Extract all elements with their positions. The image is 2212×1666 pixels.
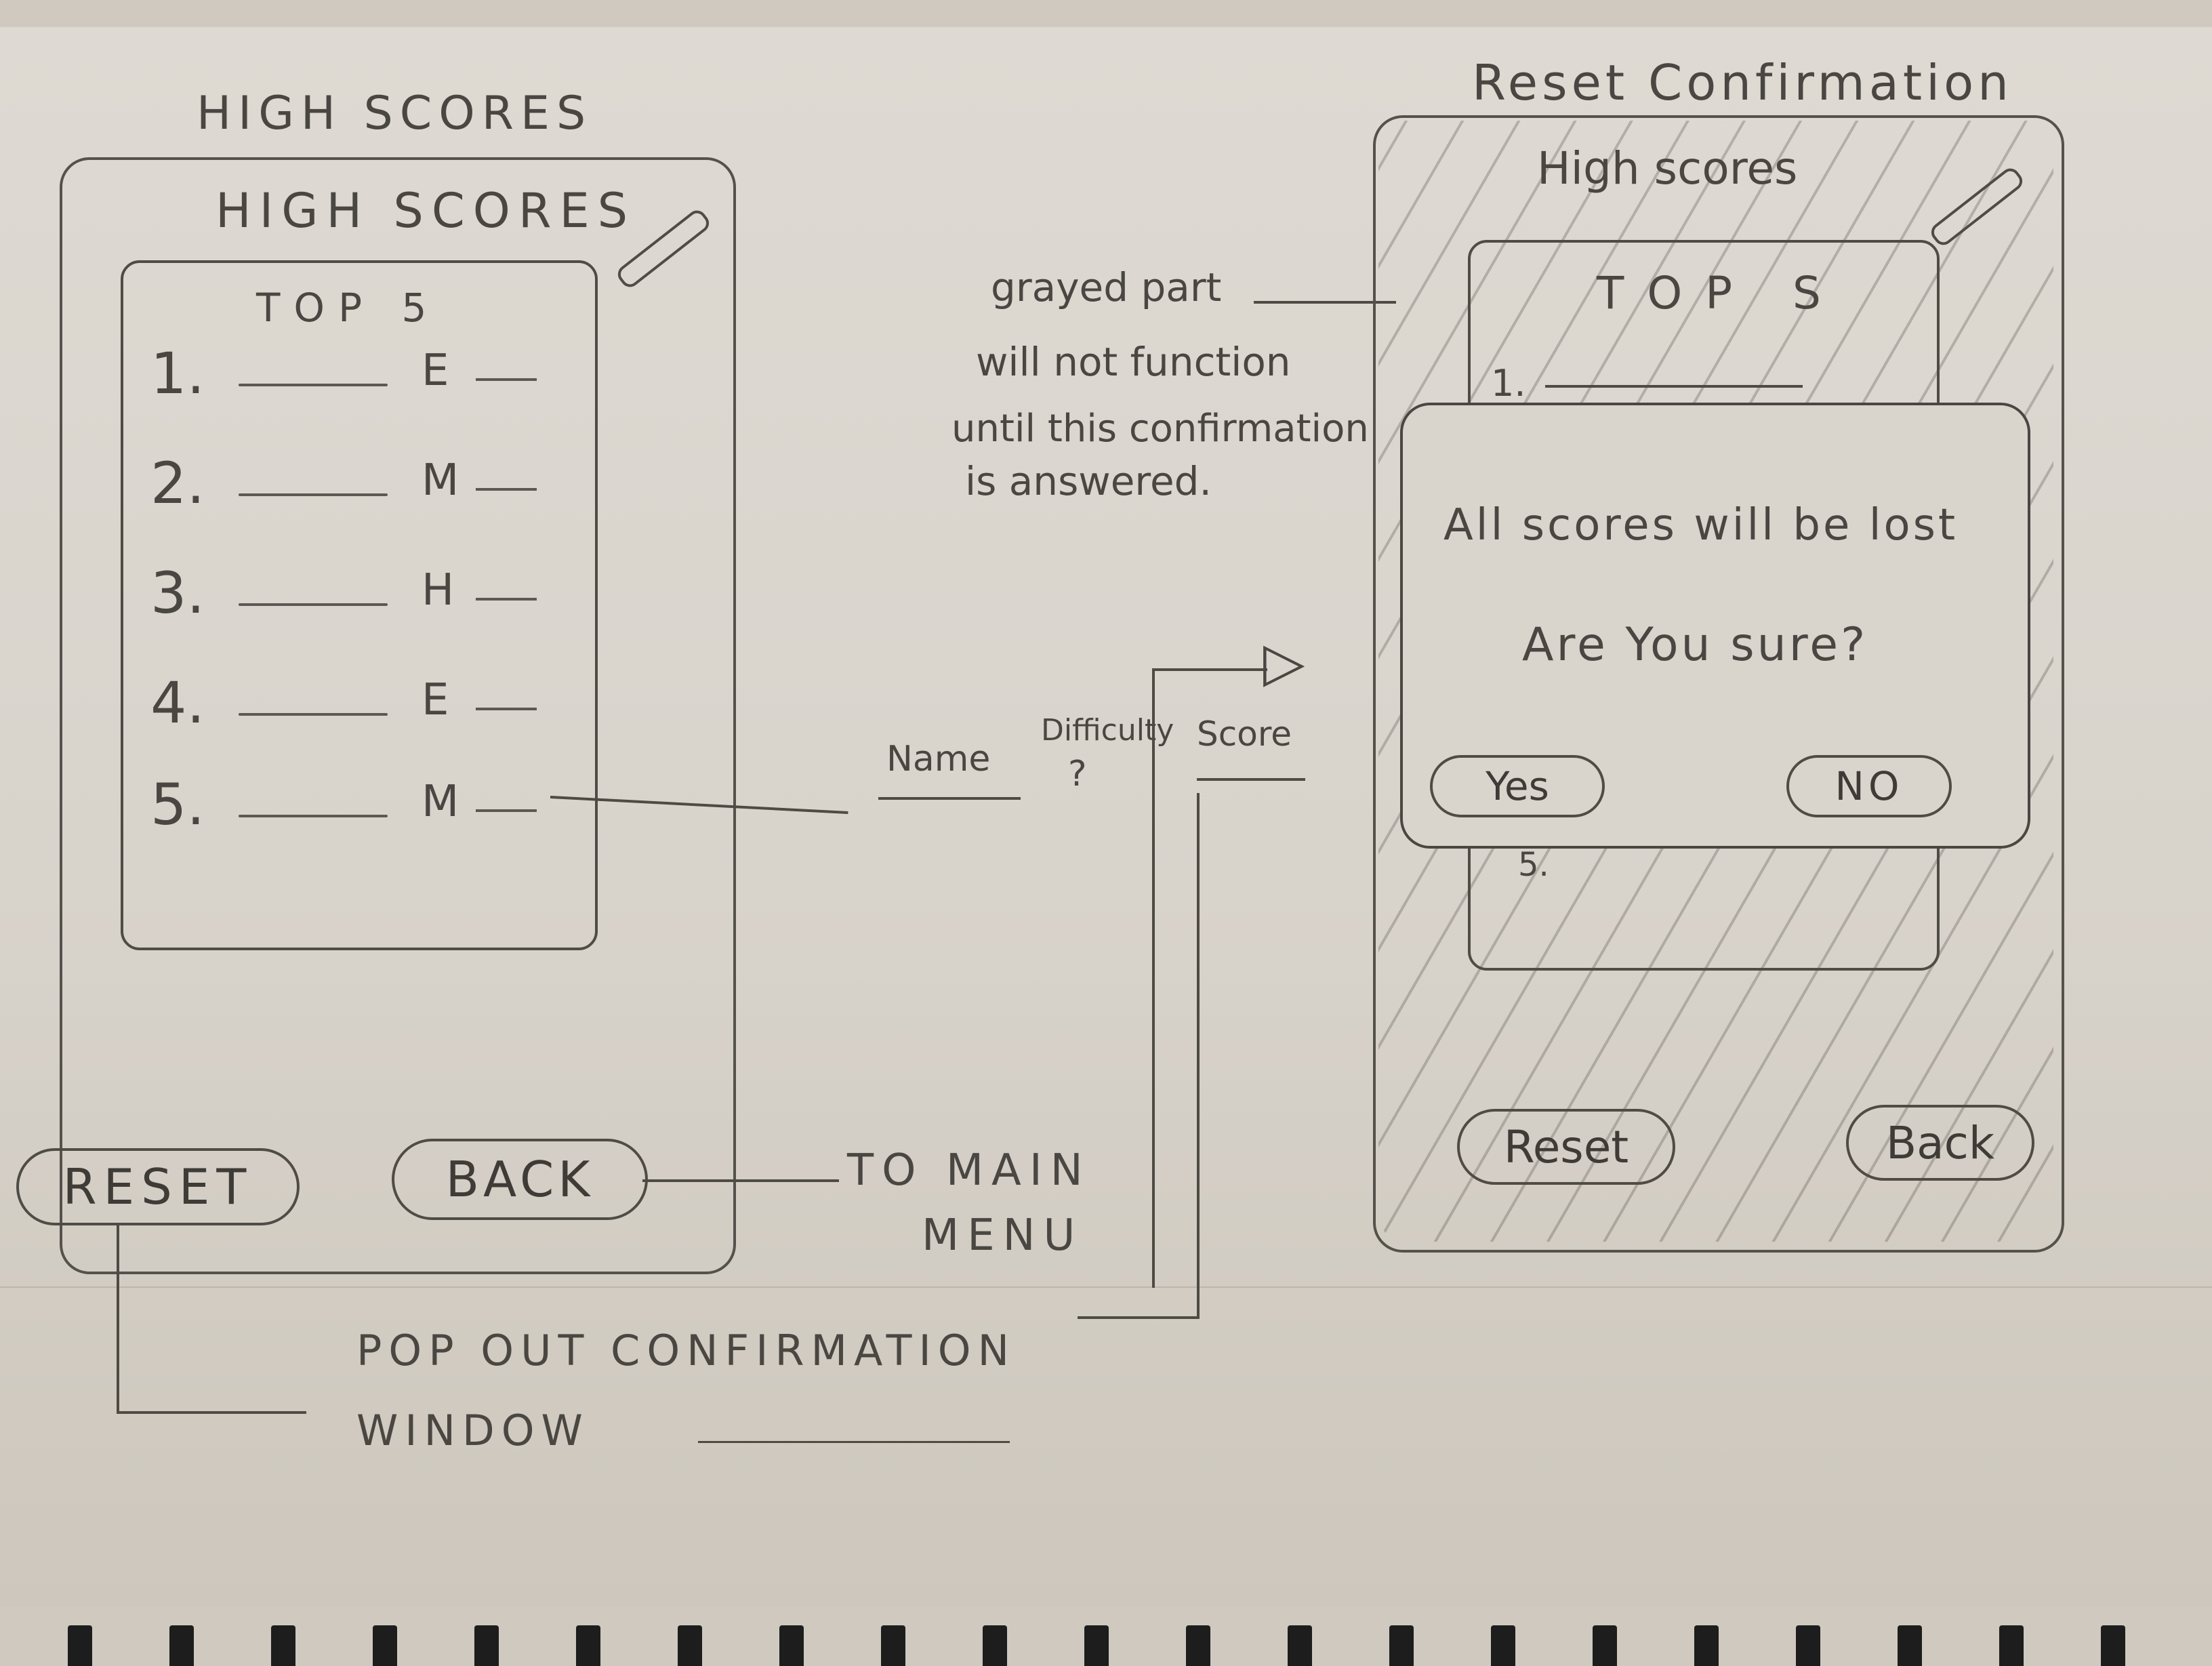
confirmation-dialog: All scores will be lost Are You sure? Ye…: [1400, 403, 2030, 849]
field-difficulty-label: Difficulty: [1041, 713, 1174, 748]
score-row: 4. E: [123, 670, 595, 751]
difficulty-label: E: [422, 675, 449, 725]
name-underline: [878, 797, 1021, 800]
right-phone-frame: [1373, 115, 2064, 1253]
yes-button[interactable]: Yes: [1430, 755, 1605, 817]
score-row: 1. E: [123, 340, 595, 422]
left-phone-frame: [60, 157, 736, 1274]
reset-button[interactable]: RESET: [16, 1148, 300, 1225]
right-screen-title: High scores: [1537, 142, 1798, 195]
score-to-dialog-wire-v: [1152, 671, 1155, 1288]
reset-note-line2: WINDOW: [356, 1406, 590, 1455]
rank-label: 5.: [1518, 846, 1549, 884]
rank-label: 4.: [150, 670, 205, 736]
grayed-note-line1: grayed part: [991, 264, 1222, 310]
grayed-note-line2: will not function: [976, 339, 1291, 385]
field-score-label: Score: [1197, 714, 1292, 754]
grayed-note-line3: until this confirmation: [951, 407, 1369, 451]
left-score-list: TOP 5 1. E 2. M 3. H 4. E 5. M: [121, 260, 598, 950]
rank-label: 1.: [1491, 362, 1526, 405]
difficulty-label: E: [422, 346, 449, 396]
difficulty-label: H: [422, 565, 455, 615]
dialog-question: Are You sure?: [1522, 618, 1868, 672]
score-placeholder: [476, 378, 537, 381]
score-placeholder: [476, 488, 537, 491]
score-row: 2. M: [123, 450, 595, 531]
name-placeholder: [239, 493, 388, 496]
difficulty-label: M: [422, 455, 459, 506]
rank-label: 1.: [150, 340, 205, 407]
right-caption: Reset Confirmation: [1472, 54, 2013, 111]
back-note-line2: MENU: [922, 1211, 1084, 1261]
rank-label: 2.: [150, 450, 205, 516]
reset-leader-v: [117, 1224, 119, 1414]
difficulty-question: ?: [1068, 754, 1087, 794]
popup-leader-v: [1197, 793, 1200, 1319]
name-placeholder: [239, 815, 388, 817]
score-placeholder: [476, 708, 537, 710]
score-row: 3. H: [123, 560, 595, 641]
rank-label: 5.: [150, 771, 205, 838]
reset-note-line1: POP OUT CONFIRMATION: [356, 1326, 1016, 1375]
rank-label: 3.: [150, 560, 205, 626]
back-note-line1: TO MAIN: [847, 1145, 1091, 1196]
score-underline: [1197, 778, 1305, 781]
dialog-message: All scores will be lost: [1443, 500, 1959, 550]
name-placeholder: [239, 603, 388, 606]
name-placeholder: [239, 713, 388, 716]
no-button[interactable]: NO: [1786, 755, 1952, 817]
reset-leader-h: [117, 1411, 306, 1414]
score-row: 5. M: [123, 771, 595, 853]
score-to-dialog-wire-h: [1152, 668, 1267, 671]
window-underline: [698, 1441, 1010, 1443]
back-leader-line: [642, 1179, 839, 1182]
score-placeholder: [476, 809, 537, 812]
arrow-icon: ▷: [1263, 630, 1305, 693]
popup-leader-h: [1078, 1316, 1200, 1319]
right-list-heading: TOP S: [1597, 267, 1844, 319]
back-button[interactable]: BACK: [392, 1139, 648, 1220]
score-placeholder: [476, 598, 537, 601]
back-button[interactable]: Back: [1846, 1105, 2034, 1181]
grayed-note-line4: is answered.: [965, 458, 1212, 504]
name-placeholder: [1545, 385, 1803, 388]
field-name-label: Name: [886, 739, 991, 779]
difficulty-label: M: [422, 777, 459, 827]
top5-heading: TOP 5: [256, 285, 441, 331]
name-placeholder: [239, 384, 388, 386]
reset-button[interactable]: Reset: [1457, 1109, 1675, 1185]
left-screen-title: HIGH SCORES: [216, 183, 636, 239]
grayed-note-leader: [1254, 301, 1396, 304]
left-caption: HIGH SCORES: [197, 87, 593, 140]
page-fold-line: [0, 1286, 2212, 1288]
